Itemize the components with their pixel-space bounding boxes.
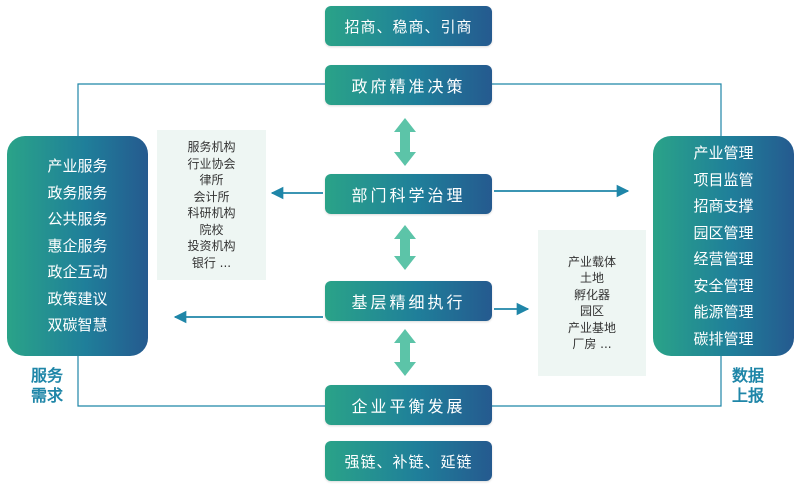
service-item: 公共服务 [47,210,108,229]
institution-item: 律所 [199,173,224,187]
service-item: 惠企服务 [47,236,108,255]
service-demand-label-line: 需求 [30,386,63,405]
data-report-label-line: 数据 [731,366,764,385]
management-list: 产业管理 项目监管 招商支撑 园区管理 经营管理 安全管理 能源管理 碳排管理 [653,136,794,356]
service-item: 产业服务 [47,157,108,176]
management-item: 经营管理 [693,250,754,268]
service-demand-label-line: 服务 [30,366,63,385]
institution-item: 科研机构 [187,206,236,220]
management-item: 产业管理 [693,144,754,162]
top-goal-box: 招商、稳商、引商 [325,6,492,46]
data-report-label-line: 上报 [731,386,764,405]
institution-item: 银行 ... [191,255,232,270]
service-list: 产业服务 政务服务 公共服务 惠企服务 政企互动 政策建议 双碳智慧 [7,136,148,356]
management-item: 项目监管 [693,170,754,189]
institutions-panel: 服务机构 行业协会 律所 会计所 科研机构 院校 投资机构 银行 ... [157,130,266,280]
service-item: 政企互动 [47,263,108,282]
gov-right-connector [492,83,722,136]
gov-decision-box: 政府精准决策 [325,65,492,105]
carrier-item: 产业基地 [567,320,616,335]
carrier-item: 土地 [579,271,604,285]
management-item: 园区管理 [693,223,754,242]
grassroots-execution-box: 基层精细执行 [325,281,492,321]
carriers-panel: 产业载体 土地 孵化器 园区 产业基地 厂房 ... [538,230,646,376]
service-demand-label: 服务 需求 [22,366,72,406]
institution-item: 院校 [199,222,224,237]
double-arrow-grassroots-enterprise [394,329,416,376]
data-report-label: 数据 上报 [723,366,773,406]
service-item: 政策建议 [47,289,108,308]
double-arrow-dept-grassroots [394,225,416,270]
management-item: 碳排管理 [693,329,754,348]
carrier-item: 产业载体 [567,254,616,269]
carrier-item: 孵化器 [573,287,610,302]
institution-item: 投资机构 [187,239,236,253]
carrier-item: 厂房 ... [572,337,612,351]
double-arrow-gov-dept [394,118,416,166]
management-item: 招商支撑 [693,197,754,215]
service-item: 双碳智慧 [47,316,108,335]
enterprise-development-box: 企业平衡发展 [325,385,492,425]
management-item: 能源管理 [693,303,754,321]
service-item: 政务服务 [47,183,108,202]
institution-item: 会计所 [193,189,230,204]
bottom-goal-box: 强链、补链、延链 [325,441,492,481]
gov-left-connector [77,83,325,136]
enterprise-left-connector [77,356,325,407]
enterprise-right-connector [492,356,722,407]
institution-item: 行业协会 [187,156,236,171]
dept-governance-box: 部门科学治理 [325,174,492,214]
management-item: 安全管理 [693,276,754,295]
carrier-item: 园区 [579,304,604,318]
institution-item: 服务机构 [187,140,236,154]
